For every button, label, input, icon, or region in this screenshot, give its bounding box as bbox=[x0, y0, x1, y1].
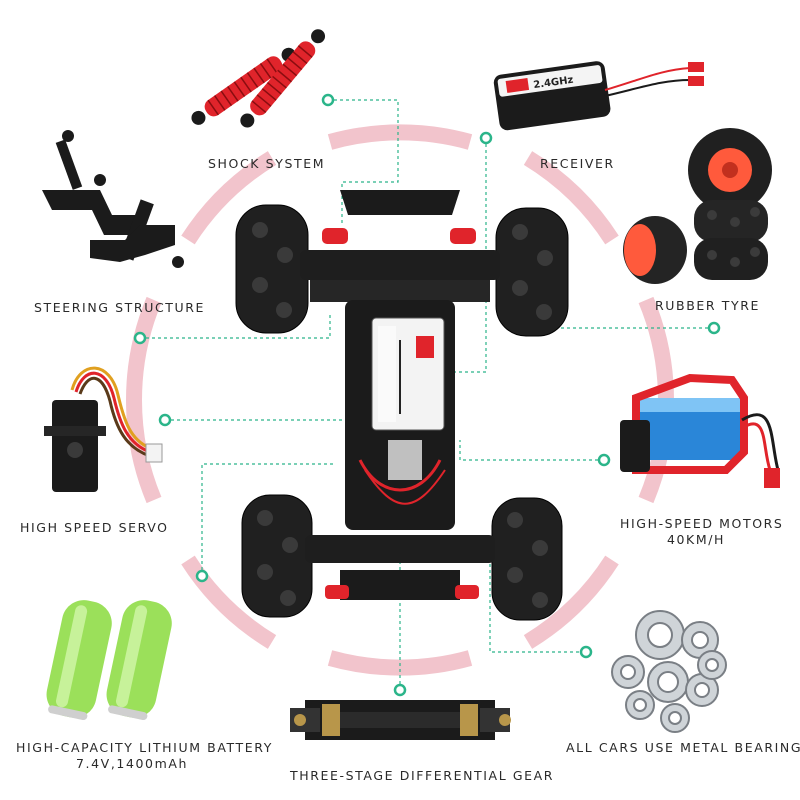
callout-high-speed-motors: HIGH-SPEED MOTORS 40KM/H bbox=[620, 516, 784, 548]
rear-left-wheel bbox=[241, 494, 313, 618]
battery-spec: 7.4V,1400mAh bbox=[76, 756, 189, 771]
callout-shock-system: SHOCK SYSTEM bbox=[208, 156, 326, 171]
rc-car-chassis bbox=[235, 190, 569, 621]
callout-lithium-battery: HIGH-CAPACITY LITHIUM BATTERY 7.4V,1400m… bbox=[16, 740, 273, 772]
shock-absorber-icon bbox=[191, 29, 326, 128]
receiver-icon: 2.4GHz bbox=[493, 61, 704, 131]
motor-icon bbox=[620, 373, 780, 488]
front-left-wheel bbox=[235, 204, 309, 334]
callout-receiver: RECEIVER bbox=[540, 156, 615, 171]
receiver-on-car bbox=[371, 317, 445, 431]
bearing-icon bbox=[611, 610, 727, 733]
front-shocks bbox=[322, 228, 476, 244]
leader-lines bbox=[140, 99, 714, 690]
leader-dots bbox=[133, 93, 721, 697]
callout-rubber-tyre: RUBBER TYRE bbox=[655, 298, 760, 313]
gear-axle-icon bbox=[290, 700, 511, 740]
motors-speed: 40KM/H bbox=[666, 532, 726, 547]
motors-title: HIGH-SPEED MOTORS bbox=[620, 516, 784, 531]
front-right-wheel bbox=[495, 207, 569, 337]
callout-high-speed-servo: HIGH SPEED SERVO bbox=[20, 520, 169, 535]
battery-title: HIGH-CAPACITY LITHIUM BATTERY bbox=[16, 740, 273, 755]
rear-right-wheel bbox=[491, 497, 563, 621]
callout-metal-bearing: ALL CARS USE METAL BEARING bbox=[566, 740, 800, 755]
callout-steering-structure: STEERING STRUCTURE bbox=[34, 300, 206, 315]
servo-icon bbox=[44, 366, 163, 492]
steering-icon bbox=[42, 130, 184, 268]
battery-icon bbox=[46, 600, 172, 721]
tyre-icon bbox=[623, 128, 772, 284]
rear-shocks bbox=[325, 585, 479, 599]
callout-differential-gear: THREE-STAGE DIFFERENTIAL GEAR bbox=[290, 768, 555, 783]
